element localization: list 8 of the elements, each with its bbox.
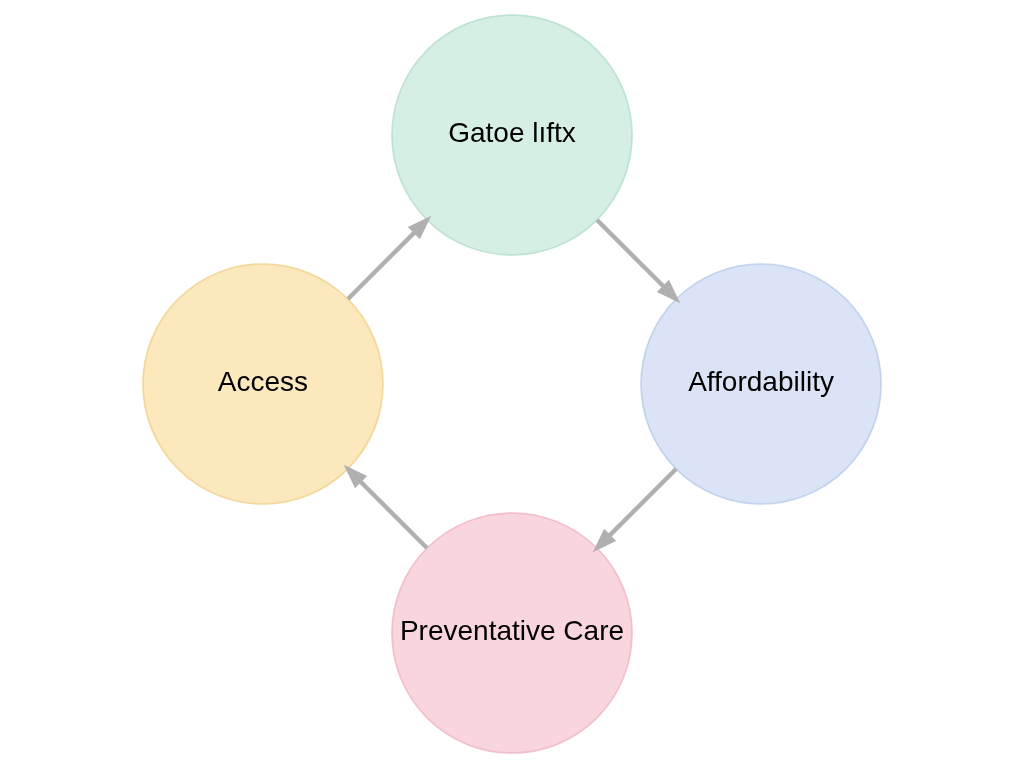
node-circle: Preventative Care <box>391 512 633 754</box>
node-circle: Affordability <box>640 263 882 505</box>
arrow <box>595 218 681 304</box>
arrow <box>346 215 432 301</box>
node-circle: Access <box>142 263 384 505</box>
arrow <box>343 464 429 550</box>
node-circle: Gatoe lıftx <box>391 14 633 256</box>
arrow <box>592 467 678 553</box>
